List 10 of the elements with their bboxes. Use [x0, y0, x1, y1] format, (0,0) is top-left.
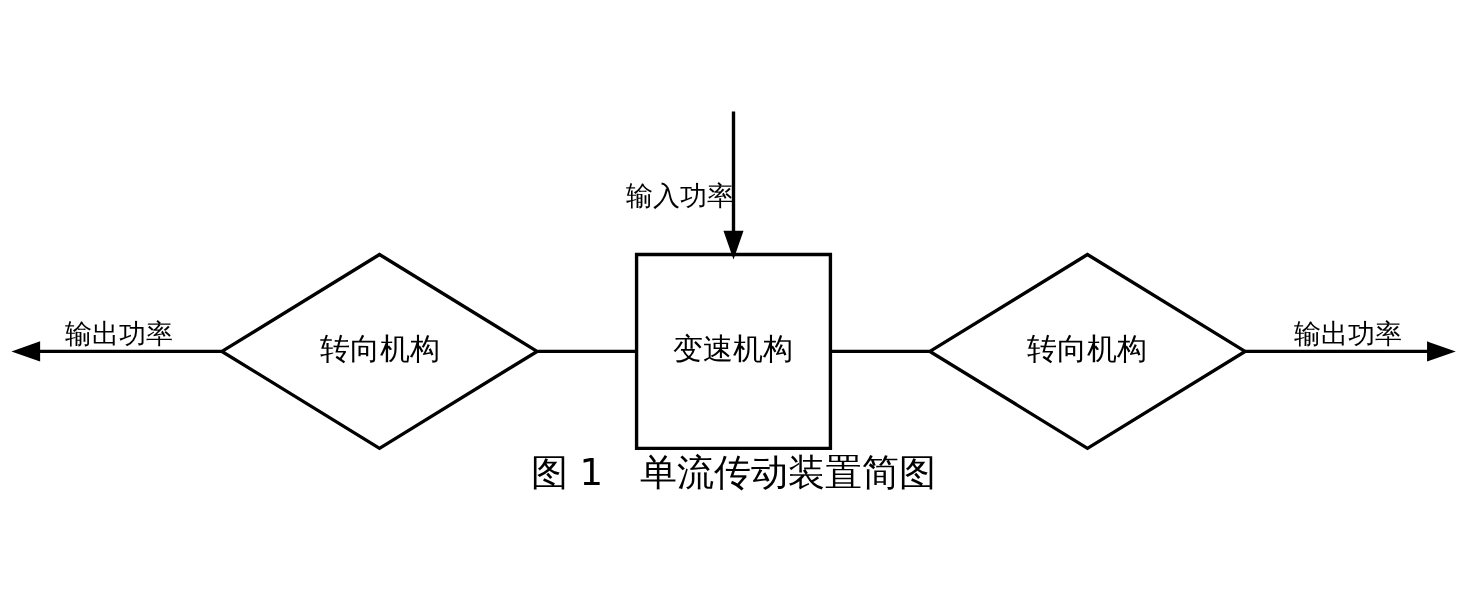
arrow: [11, 340, 222, 361]
arrow: [1245, 340, 1456, 361]
arrow: [723, 111, 744, 259]
edge-label: 输入功率: [625, 179, 734, 211]
connector: [537, 349, 637, 353]
connector: [830, 349, 930, 353]
edge-label: 输出功率: [65, 317, 174, 349]
caption: 图 1 单流传动装置简图: [530, 450, 937, 494]
edge-label: 输出功率: [1293, 317, 1402, 349]
node-box: 变速机构: [634, 252, 833, 450]
